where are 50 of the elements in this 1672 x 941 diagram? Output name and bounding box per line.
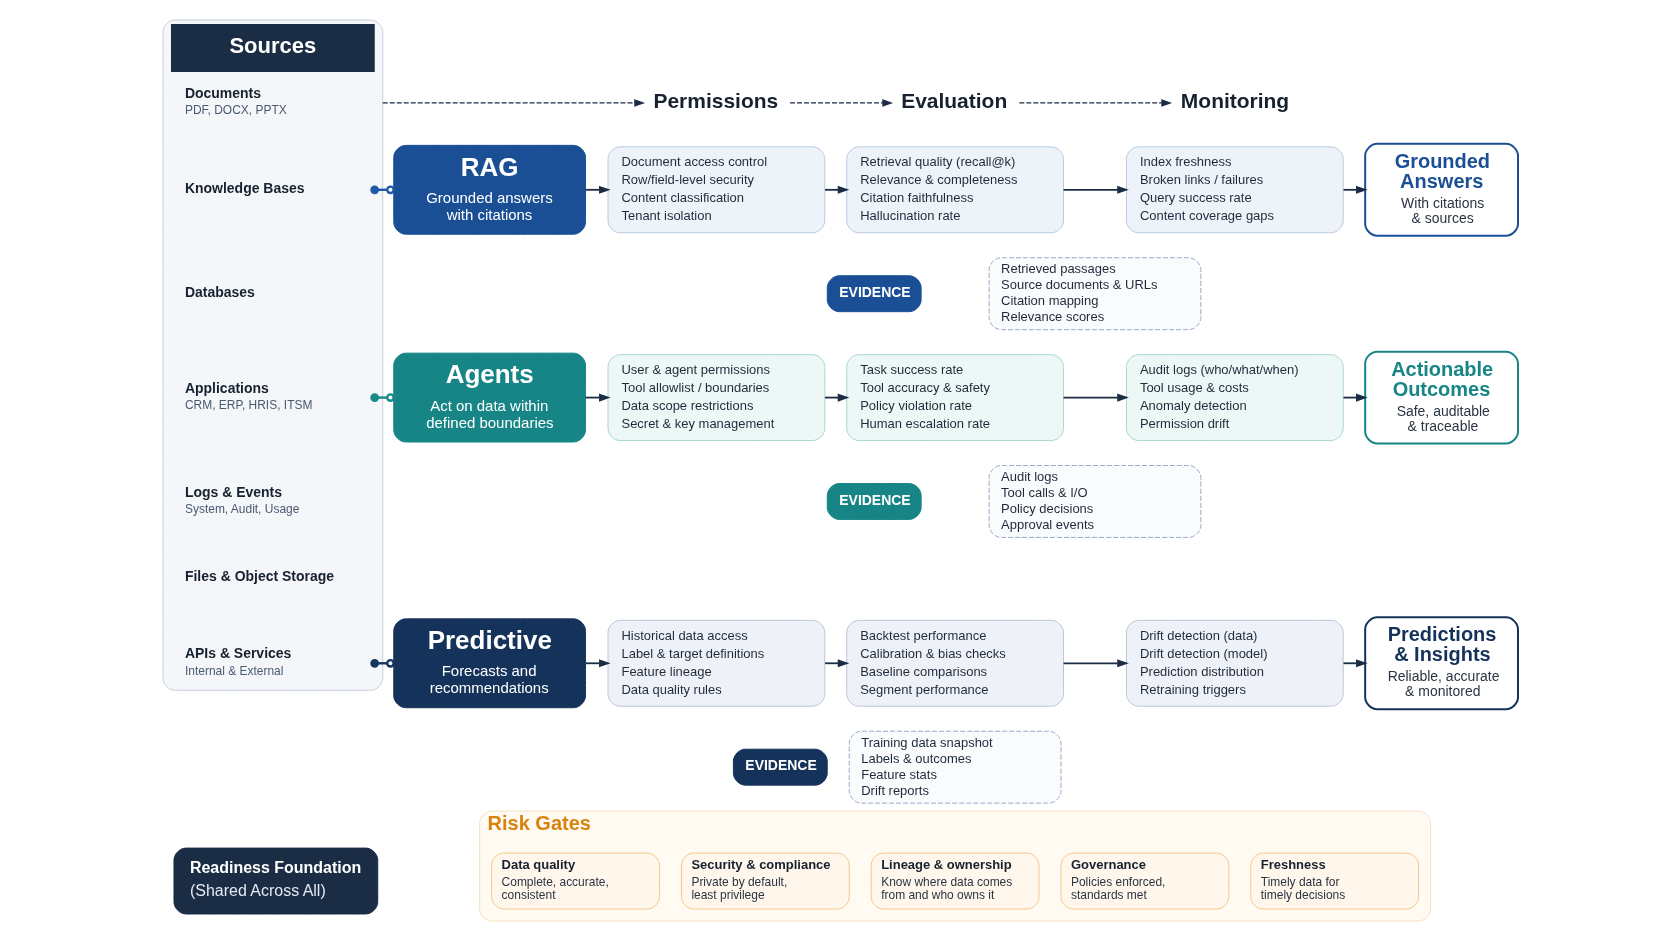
arrow: [823, 185, 849, 194]
node-box: Security & compliance Private by default, least privilege: [680, 852, 850, 910]
arrow: [823, 659, 849, 668]
node-box: Drift detection (data) Drift detection (model) Prediction distribution Retraining triggers: [1125, 619, 1344, 707]
arrow: [1342, 185, 1368, 194]
node-box: Grounded Answers With citations & sources: [1363, 142, 1519, 237]
arrow: [1062, 185, 1129, 194]
node-box: Agents Act on data within defined boundaries: [392, 352, 586, 443]
node-box: Readiness Foundation (Shared Across All): [172, 847, 378, 915]
node-box: Backtest performance Calibration & bias checks Baseline comparisons Segment performance: [845, 619, 1064, 707]
node-text: Evaluation: [900, 88, 1007, 112]
node-box: Audit logs Tool calls & I/O Policy decisions Approval events: [988, 465, 1201, 538]
node-box: EVIDENCE: [826, 483, 922, 520]
node-box: Actionable Outcomes Safe, auditable & traceable: [1363, 350, 1519, 445]
node-box: User & agent permissions Tool allowlist / boundaries Data scope restrictions Secret & key management: [607, 354, 825, 442]
arrow: [584, 659, 611, 668]
node-text: APIs & Services Internal & External: [184, 645, 291, 678]
node-box: Predictions & Insights Reliable, accurate & monitored: [1363, 616, 1519, 711]
node-text: Applications CRM, ERP, HRIS, ITSM: [184, 379, 312, 413]
arrow: [1018, 99, 1172, 107]
node-text: Documents PDF, DOCX, PPTX: [184, 85, 287, 118]
node-box: Retrieval quality (recall@k) Relevance & completeness Citation faithfulness Hallucination rate: [845, 146, 1064, 234]
node-text: Permissions: [652, 88, 778, 112]
node-box: Historical data access Label & target definitions Feature lineage Data quality rules: [607, 619, 825, 707]
arrow: [1062, 393, 1129, 402]
node-box: Predictive Forecasts and recommendations: [392, 618, 586, 709]
node-box: Governance Policies enforced, standards met: [1060, 852, 1229, 910]
node-text: Logs & Events System, Audit, Usage: [184, 483, 299, 517]
node-text: Monitoring: [1180, 88, 1289, 112]
node-box: EVIDENCE: [732, 748, 828, 786]
node-box: Index freshness Broken links / failures Query success rate Content coverage gaps: [1125, 146, 1344, 234]
node-box: Retrieved passages Source documents & URLs Citation mapping Relevance scores: [988, 257, 1201, 331]
node-box: Training data snapshot Labels & outcomes Feature stats Drift reports: [848, 730, 1061, 804]
node-box: Lineage & ownership Know where data comes from and who owns it: [870, 852, 1040, 910]
node-box: Task success rate Tool accuracy & safety Policy violation rate Human escalation rate: [845, 354, 1064, 442]
node-box: Audit logs (who/what/when) Tool usage & costs Anomaly detection Permission drift: [1125, 354, 1344, 442]
arrow: [1062, 659, 1129, 668]
node-box: Data quality Complete, accurate, consistent: [490, 852, 660, 910]
connector: [369, 393, 395, 402]
arrow: [381, 99, 645, 107]
node-box: Freshness Timely data for timely decisions: [1249, 852, 1419, 910]
node-text: Databases: [184, 283, 255, 300]
node-box: RAG Grounded answers with citations: [392, 144, 586, 235]
node-text: Files & Object Storage: [184, 567, 334, 584]
node-text: Knowledge Bases: [184, 180, 305, 196]
arrow: [788, 99, 893, 107]
node-box: Document access control Row/field-level security Content classification Tenant isolation: [607, 146, 825, 234]
arrow: [584, 185, 611, 194]
arrow: [1342, 659, 1368, 668]
node-box: EVIDENCE: [826, 275, 922, 313]
